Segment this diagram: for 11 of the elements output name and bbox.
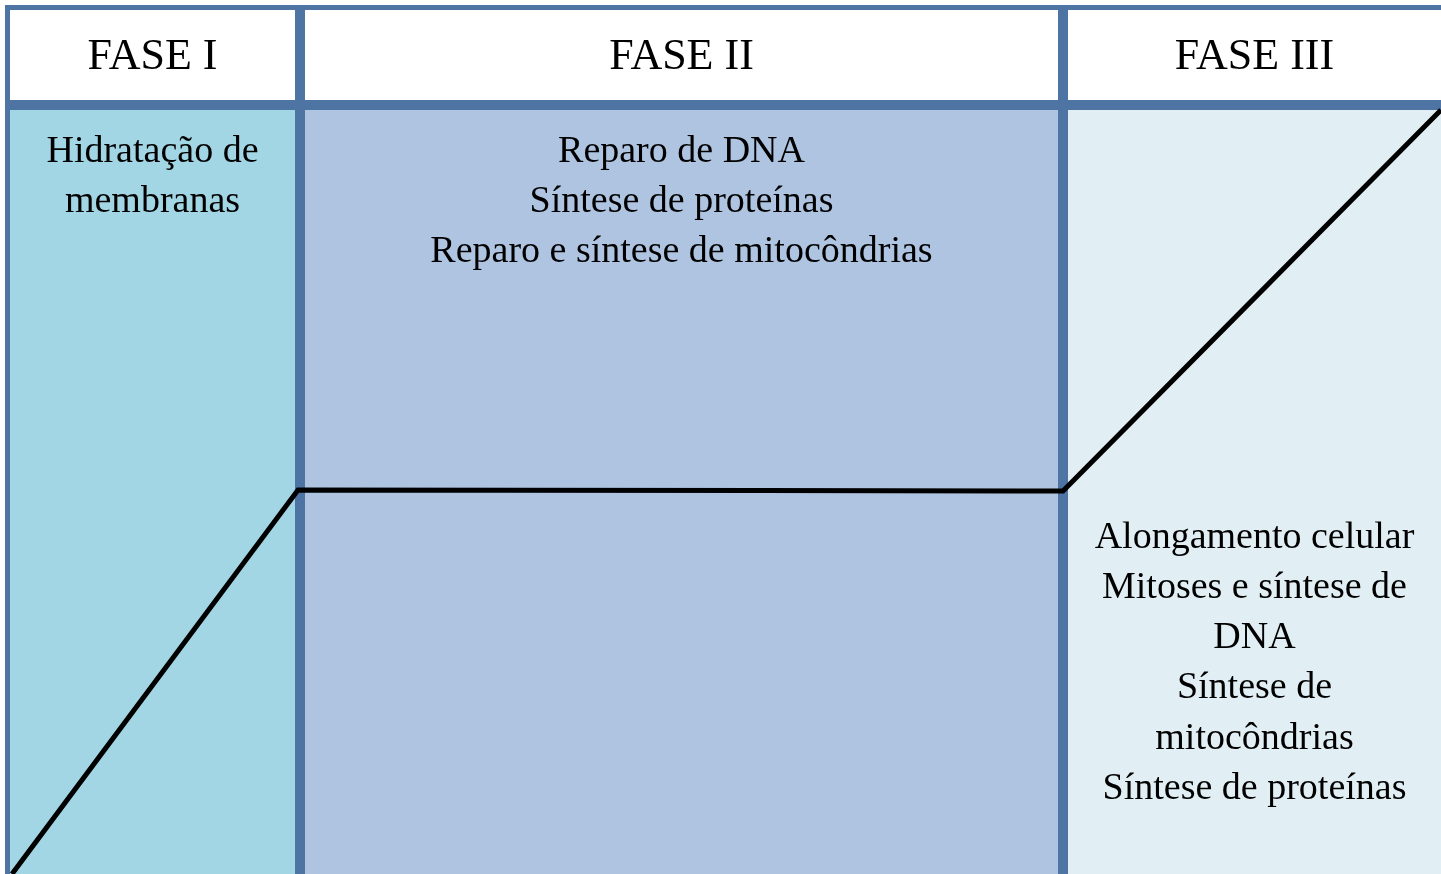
phase-title: FASE I: [87, 33, 218, 77]
phase-title: FASE III: [1174, 33, 1335, 77]
phase-title: FASE II: [609, 33, 754, 77]
process-text: Reparo de DNA: [558, 127, 805, 172]
process-text: Síntese de proteínas: [1102, 763, 1407, 809]
process-text: Síntese de proteínas: [529, 177, 834, 223]
process-text: Mitoses e síntese de DNA: [1101, 563, 1408, 659]
process-text: Hidratação de membranas: [45, 127, 260, 223]
process-text: Alongamento celular: [1094, 513, 1415, 558]
process-text: Reparo e síntese de mitocôndrias: [430, 227, 933, 273]
process-text: Síntese de mitocôndrias: [1154, 663, 1355, 759]
